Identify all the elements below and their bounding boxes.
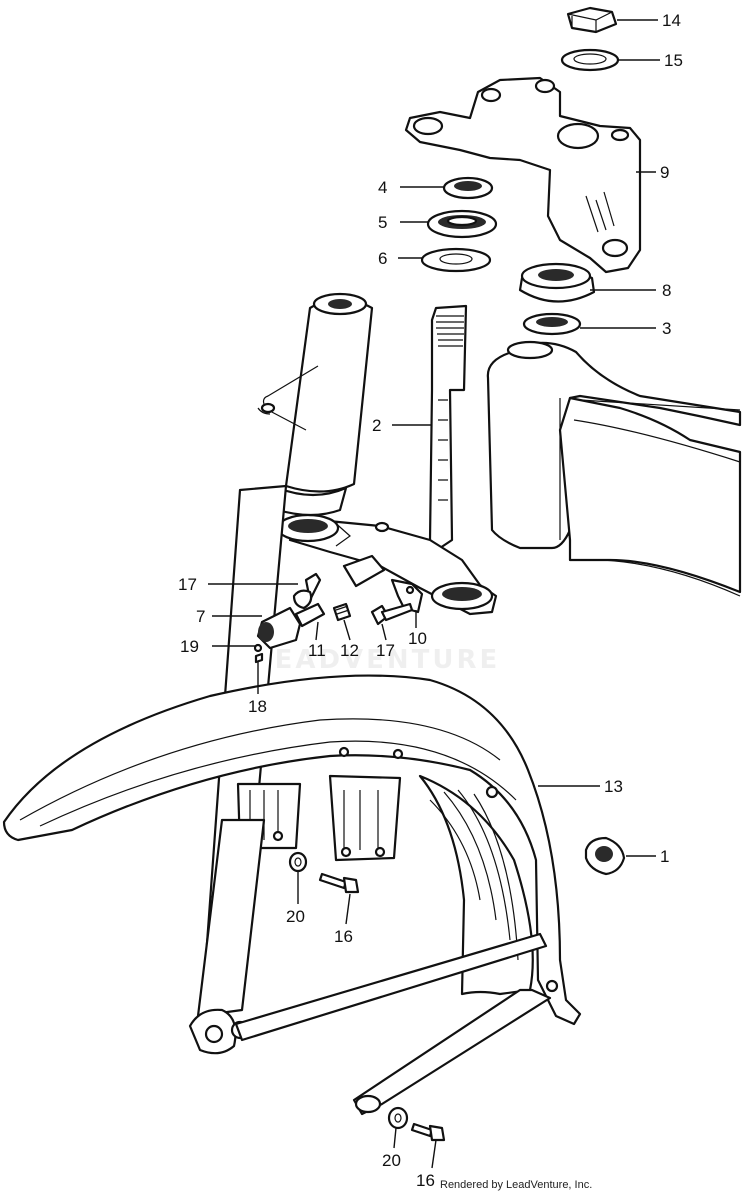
fender-stay: [234, 932, 552, 1116]
part-15-washer: [560, 48, 620, 72]
lower-bridge: [276, 513, 498, 616]
callout-19: 19: [180, 637, 199, 656]
part-3-cone-race: [522, 312, 582, 336]
part-7-cable-holder: [256, 602, 326, 650]
callout-10: 10: [408, 629, 427, 648]
part-5-bearing: [426, 209, 498, 239]
callout-14: 14: [662, 11, 681, 30]
callout-15: 15: [664, 51, 683, 70]
callout-4: 4: [378, 178, 387, 197]
callout-18: 18: [248, 697, 267, 716]
callout-17-upper: 17: [178, 575, 197, 594]
leader-lines: [208, 19, 660, 1169]
part-14-hex-nut: [566, 6, 618, 34]
callout-20-lower: 20: [382, 1151, 401, 1170]
credit-line: Rendered by LeadVenture, Inc.: [440, 1179, 592, 1191]
part-17-bolt-upper: [292, 572, 322, 610]
part-12-spring: [332, 602, 352, 622]
part-16-bolt-lower: [410, 1122, 446, 1142]
callout-8: 8: [662, 281, 671, 300]
part-17-bolt-lower: [370, 602, 414, 626]
callout-12: 12: [340, 641, 359, 660]
part-4-cone-race: [442, 176, 494, 200]
part-6-dust-seal: [420, 247, 492, 273]
callout-16-upper: 16: [334, 927, 353, 946]
callout-3: 3: [662, 319, 671, 338]
part-2-steering-stem: [428, 304, 468, 550]
part-20-washer-lower: [387, 1106, 409, 1130]
callout-6: 6: [378, 249, 387, 268]
part-20-washer-upper: [288, 851, 308, 873]
callout-9: 9: [660, 163, 669, 182]
callout-5: 5: [378, 213, 387, 232]
callout-1: 1: [660, 847, 669, 866]
part-9-top-bridge: [404, 76, 642, 274]
callout-16-lower: 16: [416, 1171, 435, 1190]
part-1-cap-nut: [584, 836, 626, 876]
frame-head-pipe: [486, 340, 742, 597]
callout-numbers: 14 15 9 4 5 6 8 3 2 17 7 19 11 12 17 10 …: [178, 11, 683, 1190]
callout-13: 13: [604, 777, 623, 796]
callout-17-lower: 17: [376, 641, 395, 660]
callout-7: 7: [196, 607, 205, 626]
part-13-front-fender: [2, 674, 582, 1026]
part-10-bracket: [390, 578, 424, 614]
fender-brackets: [236, 774, 402, 862]
callout-11: 11: [308, 641, 326, 660]
part-16-bolt-upper: [318, 872, 360, 894]
watermark-text: LEADVENTURE: [255, 645, 500, 675]
part-8-stem-nut: [518, 262, 596, 303]
part-19-screw: [253, 643, 263, 653]
callout-20-upper: 20: [286, 907, 305, 926]
callout-2: 2: [372, 416, 381, 435]
fork-slider: [188, 818, 266, 1055]
part-18-washer: [254, 652, 264, 664]
